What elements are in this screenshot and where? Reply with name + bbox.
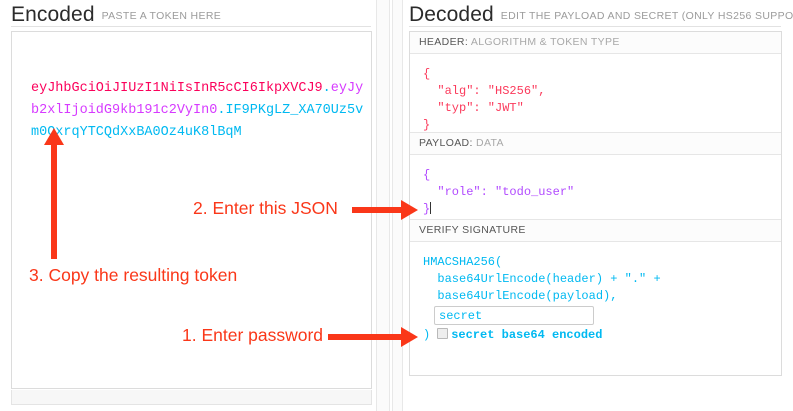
annotation-step-1-text: 1. Enter password xyxy=(182,325,324,345)
arrow-head xyxy=(401,200,418,220)
decoded-title: Decoded xyxy=(409,3,494,26)
arrow-shaft xyxy=(51,142,57,259)
header-close-brace: } xyxy=(423,118,431,132)
arrow-shaft xyxy=(328,334,401,340)
encoded-heading-rule xyxy=(11,26,371,27)
annotation-step-1-arrow xyxy=(328,327,418,347)
page-scrollbar-track[interactable] xyxy=(376,0,390,411)
encoded-column-heading: Encoded PASTE A TOKEN HERE xyxy=(11,3,221,27)
annotation-step-3-text: 3. Copy the resulting token xyxy=(29,265,238,285)
secret-base64-encoded-checkbox[interactable] xyxy=(437,328,449,339)
secret-input[interactable] xyxy=(434,306,594,325)
signature-section-label-strong: VERIFY SIGNATURE xyxy=(419,224,526,236)
token-payload-segment: eyJyb2xlIjoidG9kb191c2VyIn0 xyxy=(31,81,364,118)
header-typ-line: "typ": "JWT" xyxy=(423,101,524,115)
encoded-subtitle: PASTE A TOKEN HERE xyxy=(101,10,222,22)
decoded-column-heading: Decoded EDIT THE PAYLOAD AND SECRET (ONLY… xyxy=(409,3,793,27)
header-section-label-light: ALGORITHM & TOKEN TYPE xyxy=(470,36,620,48)
payload-json-editor[interactable]: { "role": "todo_user" } xyxy=(410,155,781,220)
header-open-brace: { xyxy=(423,67,431,81)
secret-base64-encoded-label: secret base64 encoded xyxy=(451,328,603,342)
payload-section-label: PAYLOAD: DATA xyxy=(410,133,781,155)
header-json-editor[interactable]: { "alg": "HS256", "typ": "JWT" } xyxy=(410,54,781,133)
decoded-panel: HEADER: ALGORITHM & TOKEN TYPE { "alg": … xyxy=(409,31,782,376)
header-alg-line: "alg": "HS256", xyxy=(423,84,546,98)
payload-role-line: "role": "todo_user" xyxy=(423,185,575,199)
payload-close-brace: } xyxy=(423,202,431,216)
header-section-label-strong: HEADER: xyxy=(419,36,469,48)
encoded-title: Encoded xyxy=(11,3,95,26)
jwt-token-text[interactable]: eyJhbGciOiJIUzI1NiIsInR5cCI6IkpXVCJ9.eyJ… xyxy=(31,78,371,144)
decoded-subtitle: EDIT THE PAYLOAD AND SECRET (ONLY HS256 … xyxy=(500,10,793,22)
signature-line-3: base64UrlEncode(payload), xyxy=(423,289,618,303)
annotation-step-2-text: 2. Enter this JSON xyxy=(193,198,338,218)
decoded-heading-rule xyxy=(409,26,781,27)
header-section-label: HEADER: ALGORITHM & TOKEN TYPE xyxy=(410,32,781,54)
token-signature-segment: IF9PKgLZ_XA70Uz5vm0OxrqYTCQdXxBA0Oz4uK8l… xyxy=(31,103,364,140)
payload-text-caret xyxy=(430,202,432,214)
annotation-step-3-arrow xyxy=(44,128,64,259)
signature-editor: HMACSHA256( base64UrlEncode(header) + ".… xyxy=(410,242,781,354)
token-header-segment: eyJhbGciOiJIUzI1NiIsInR5cCI6IkpXVCJ9 xyxy=(31,81,323,96)
encoded-panel-footer xyxy=(11,390,372,405)
arrow-shaft xyxy=(352,207,401,213)
signature-line-2: base64UrlEncode(header) + "." + xyxy=(423,272,661,286)
signature-line-1: HMACSHA256( xyxy=(423,255,503,269)
token-dot-2: . xyxy=(217,103,226,118)
arrow-head xyxy=(44,128,64,145)
signature-close-paren: ) xyxy=(423,328,431,342)
annotation-step-2-arrow xyxy=(352,200,418,220)
token-dot-1: . xyxy=(322,81,331,96)
payload-open-brace: { xyxy=(423,168,431,182)
signature-section-label: VERIFY SIGNATURE xyxy=(410,220,781,242)
arrow-head xyxy=(401,327,418,347)
payload-section-label-strong: PAYLOAD: xyxy=(419,137,473,149)
encoded-token-panel[interactable]: eyJhbGciOiJIUzI1NiIsInR5cCI6IkpXVCJ9.eyJ… xyxy=(11,31,372,389)
payload-section-label-light: DATA xyxy=(476,137,504,149)
